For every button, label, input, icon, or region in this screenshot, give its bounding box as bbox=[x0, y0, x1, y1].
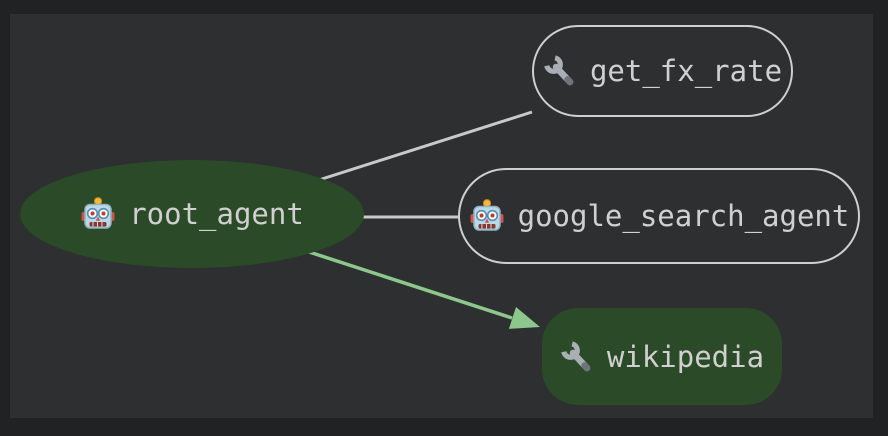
node-google-search-agent[interactable]: google_search_agent bbox=[458, 168, 860, 264]
node-label: get_fx_rate bbox=[589, 54, 783, 88]
node-wikipedia[interactable]: wikipedia bbox=[542, 308, 782, 405]
edge-root-to-wikipedia bbox=[299, 247, 513, 320]
robot-icon bbox=[469, 198, 505, 234]
node-get-fx-rate[interactable]: get_fx_rate bbox=[532, 25, 793, 117]
wrench-icon bbox=[560, 340, 594, 374]
node-label: wikipedia bbox=[606, 339, 765, 374]
node-root-agent[interactable]: root_agent bbox=[20, 160, 364, 268]
arrowhead-root-to-wikipedia bbox=[508, 307, 540, 329]
node-label: root_agent bbox=[129, 197, 304, 231]
robot-icon bbox=[80, 196, 116, 232]
graph-canvas[interactable]: root_agent get_fx_rate bbox=[10, 14, 873, 418]
node-label: google_search_agent bbox=[517, 199, 850, 233]
wrench-icon bbox=[543, 54, 577, 88]
